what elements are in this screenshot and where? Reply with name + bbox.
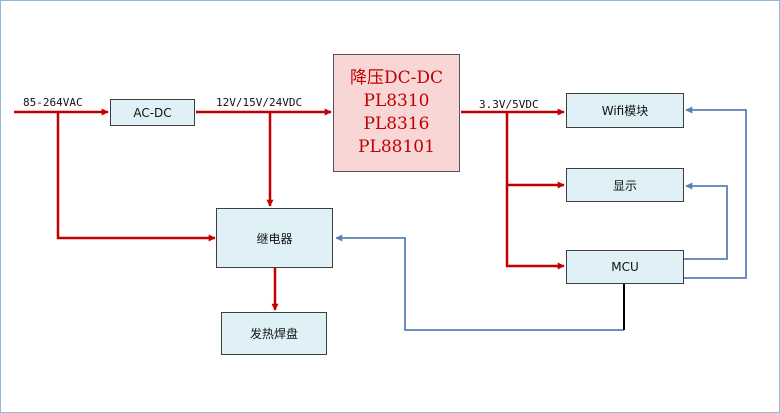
low-rails-label: 3.3V/5VDC xyxy=(479,98,539,111)
dcdc-bus-line xyxy=(505,112,565,270)
dcdc-part: PL8316 xyxy=(363,114,430,134)
mcu-label: MCU xyxy=(611,260,639,274)
dc-rails-label: 12V/15V/24VDC xyxy=(216,96,303,109)
wifi-label: Wifi模块 xyxy=(601,104,649,118)
acdc-label: AC-DC xyxy=(133,105,172,120)
mcu-block: MCU xyxy=(566,250,684,284)
dcdc-part: PL88101 xyxy=(358,137,435,157)
dcdc-title: 降压DC-DC xyxy=(349,68,444,88)
relay-block: 继电器 xyxy=(216,208,333,268)
ac-to-relay-line xyxy=(56,112,216,242)
display-block: 显示 xyxy=(566,168,684,202)
mcu-to-wifi-line xyxy=(683,106,747,279)
dcdc-block: 降压DC-DC PL8310 PL8316 PL88101 xyxy=(333,54,460,172)
mcu-to-display-line xyxy=(683,182,728,260)
wifi-block: Wifi模块 xyxy=(566,93,684,128)
relay-label: 继电器 xyxy=(256,231,293,246)
mcu-to-relay-line xyxy=(335,234,624,331)
acdc-block: AC-DC xyxy=(110,99,195,126)
input-voltage-label: 85-264VAC xyxy=(23,96,83,109)
heater-block: 发热焊盘 xyxy=(221,312,327,355)
dcdc-part: PL8310 xyxy=(363,91,430,111)
heater-label: 发热焊盘 xyxy=(249,327,298,341)
display-label: 显示 xyxy=(612,178,637,193)
